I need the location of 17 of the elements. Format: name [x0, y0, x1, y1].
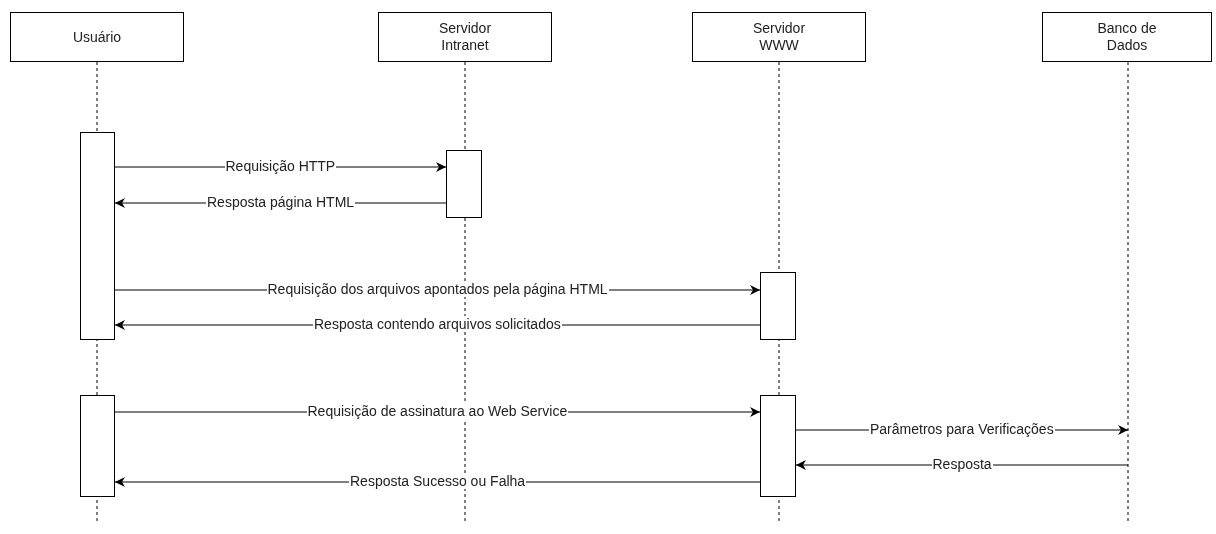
message-label: Requisição HTTP	[224, 158, 337, 174]
participant-box: Banco de Dados	[1042, 12, 1212, 62]
message-label: Resposta página HTML	[206, 194, 356, 210]
message-label: Resposta contendo arquivos solicitados	[313, 316, 562, 332]
participant-box: Servidor Intranet	[378, 12, 552, 62]
message-label: Resposta Sucesso ou Falha	[349, 473, 527, 489]
message-label: Requisição de assinatura ao Web Service	[306, 403, 569, 419]
activation-bar	[760, 395, 796, 497]
activation-bar	[80, 132, 115, 340]
message-label: Requisição dos arquivos apontados pela página HTML	[266, 281, 609, 297]
activation-bar	[446, 150, 482, 218]
message-label: Parâmetros para Verificações	[869, 421, 1055, 437]
activation-bar	[80, 395, 115, 497]
participant-box: Servidor WWW	[692, 12, 866, 62]
message-label: Resposta	[931, 456, 993, 472]
participant-box: Usuário	[10, 12, 184, 62]
activation-bar	[760, 272, 796, 340]
